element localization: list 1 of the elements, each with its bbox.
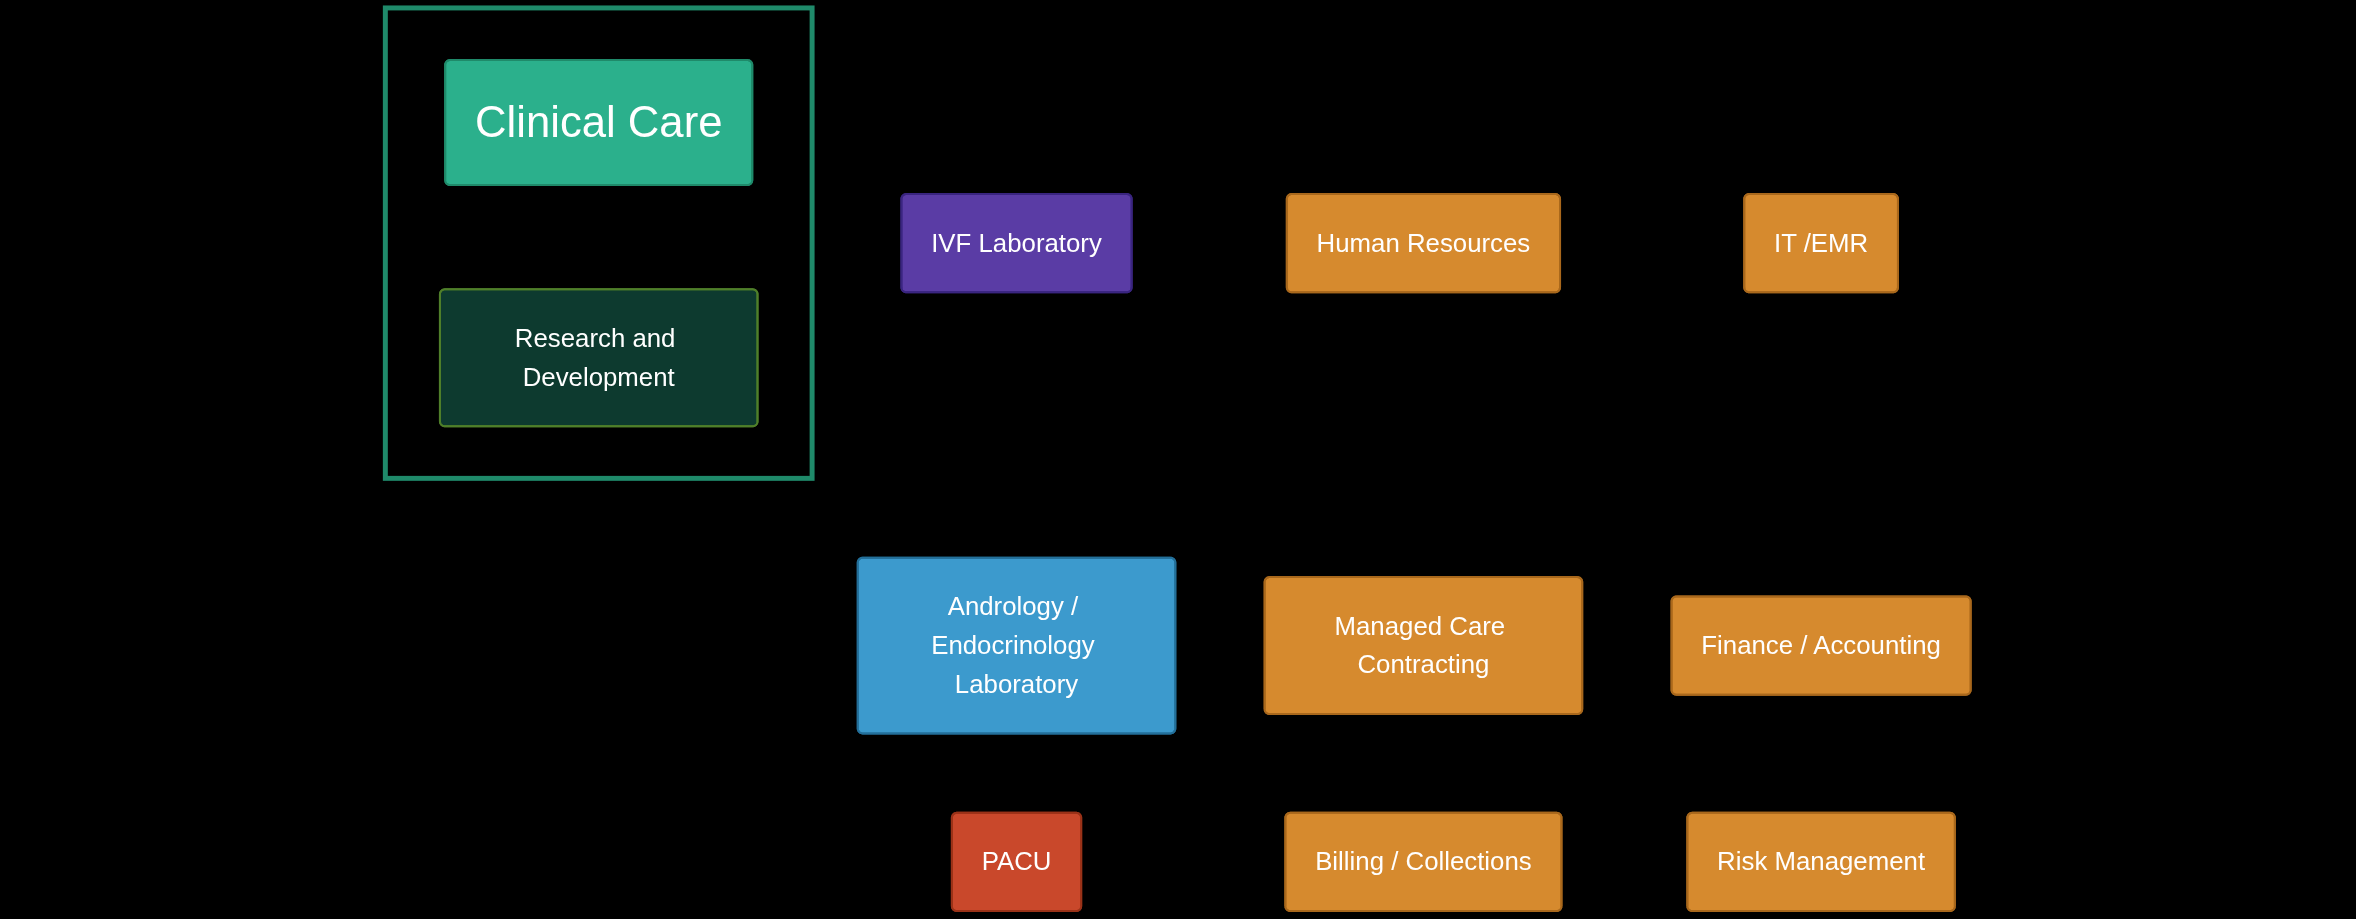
cluster xyxy=(382,5,815,481)
